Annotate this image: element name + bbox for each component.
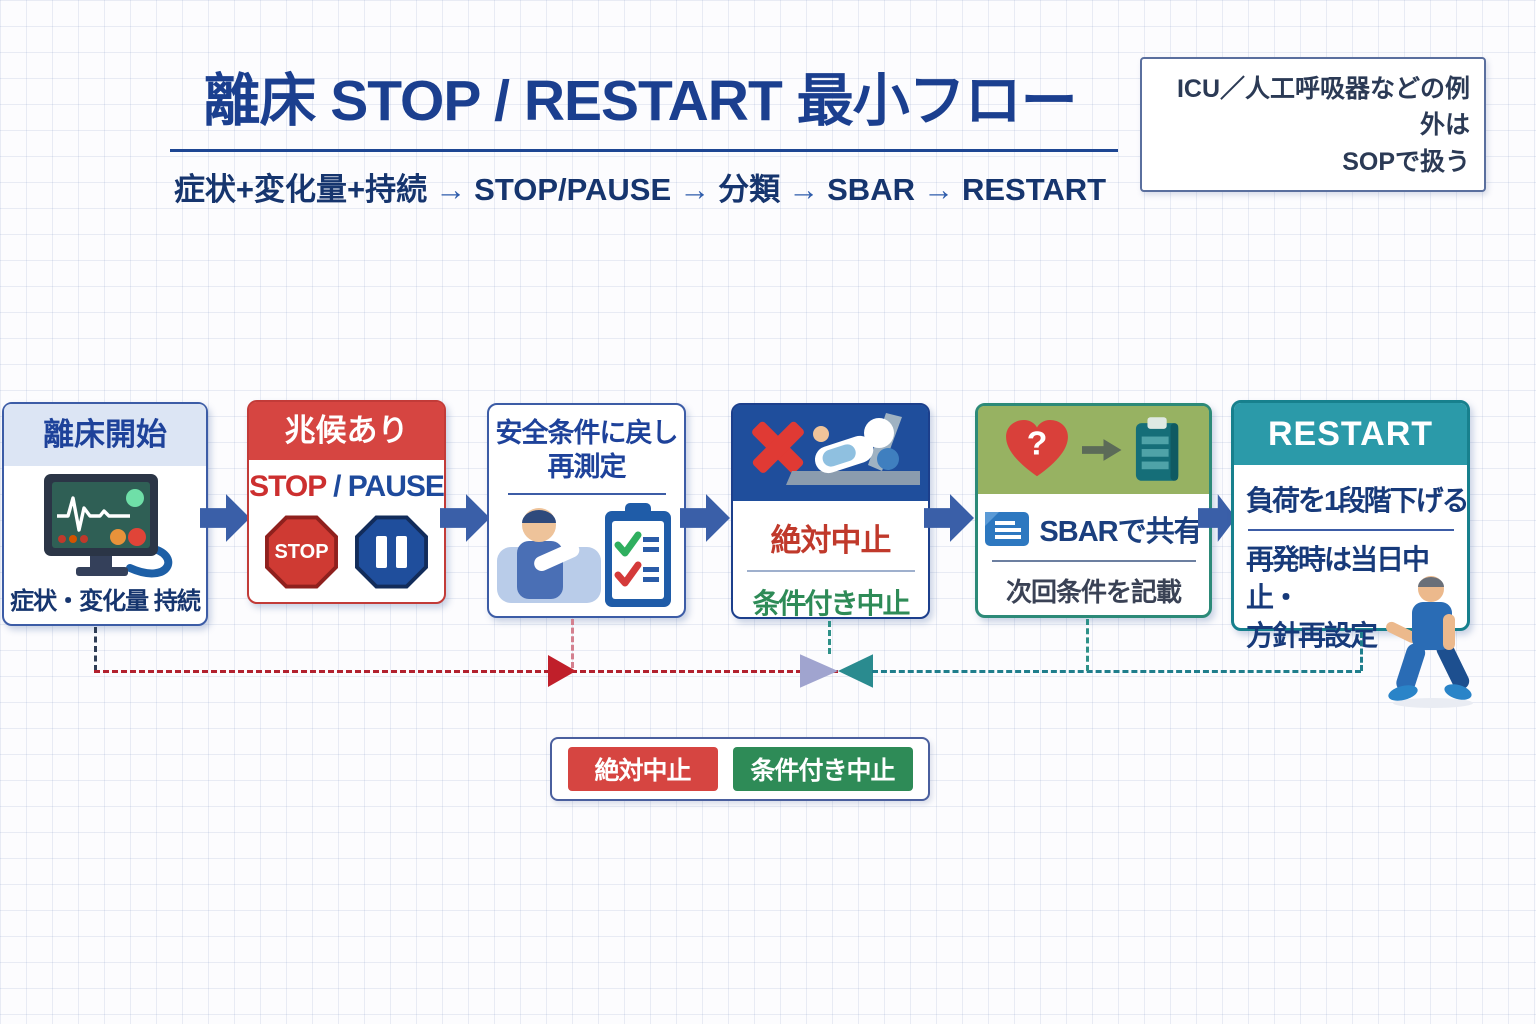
legend-conditional-chip: 条件付き中止 (732, 747, 913, 791)
restart-line2: 再発時は当日中止・ 方針再設定 (1246, 541, 1455, 654)
heart-question-icon: ? (1005, 420, 1068, 477)
feedback-line-remeasure (571, 619, 574, 668)
flow-arrow-icon (680, 494, 730, 542)
step-start-caption: 症状・変化量 持続 (10, 588, 201, 615)
patient-monitor-icon (44, 474, 173, 578)
restart-divider (1247, 529, 1454, 531)
pause-word: PAUSE (347, 470, 445, 503)
stop-sign-label: STOP (274, 540, 329, 563)
remeasure-line2: 再測定 (547, 451, 627, 482)
step-remeasure-box: 安全条件に戻し 再測定 (487, 403, 686, 618)
step-restart-header: RESTART (1234, 403, 1467, 465)
title-divider (170, 149, 1118, 152)
restart-line2a: 再発時は当日中止・ (1246, 544, 1430, 613)
classify-divider (746, 570, 915, 572)
summary-step-5: RESTART (961, 172, 1107, 207)
record-clipboard-icon (1135, 417, 1178, 481)
flow-arrow-icon (440, 494, 490, 542)
stop-sign-icon: STOP (265, 515, 338, 589)
arrow-right-icon (1081, 439, 1122, 461)
exception-note-line2: SOPで扱う (1342, 147, 1470, 176)
feedback-line-red (94, 670, 838, 673)
next-condition-label: 次回条件を記載 (1005, 577, 1182, 607)
step-sbar-header: ? (978, 406, 1209, 494)
lavender-arrowhead-icon (800, 654, 838, 688)
feedback-line-restart (1360, 632, 1363, 671)
step-classify-box: 絶対中止 条件付き中止 (731, 403, 930, 619)
bed-patient-icon (751, 413, 920, 485)
sbar-share-label: SBARで共有 (1039, 516, 1202, 548)
feedback-line-teal (872, 670, 1361, 673)
step-remeasure-title: 安全条件に戻し 再測定 (489, 417, 684, 485)
pause-bar (376, 536, 387, 568)
step-classify-header (733, 405, 928, 501)
stop-pause-icons: STOP (249, 514, 444, 590)
step-sbar-box: ? SBARで共有 次回条件を記載 (975, 403, 1212, 618)
walking-person-icon (1386, 576, 1473, 708)
sbar-divider (991, 560, 1196, 562)
arrow-glyph: → (679, 172, 711, 207)
feedback-line-start (94, 627, 97, 671)
remeasure-divider (507, 492, 666, 495)
summary-step-2: STOP/PAUSE (474, 172, 672, 207)
summary-step-4: SBAR (827, 172, 915, 207)
teal-arrowhead-icon (838, 654, 873, 688)
restart-line2b: 方針再設定 (1246, 619, 1378, 651)
legend-absolute-chip: 絶対中止 (567, 747, 718, 791)
absolute-stop-label: 絶対中止 (770, 523, 892, 558)
arrow-glyph: → (922, 172, 954, 207)
arrow-glyph: → (435, 172, 467, 207)
flow-arrow-icon (924, 494, 974, 542)
exception-note: ICU／人工呼吸器などの例外は SOPで扱う (1140, 57, 1486, 192)
stop-pause-label: STOP / PAUSE (249, 470, 445, 504)
step-sign-box: 兆候あり STOP / PAUSE STOP (247, 400, 446, 604)
document-icon (985, 512, 1030, 546)
exception-note-line1: ICU／人工呼吸器などの例外は (1176, 75, 1470, 140)
step-sign-header: 兆候あり (249, 402, 444, 460)
flow-summary: 症状+変化量+持続→STOP/PAUSE→分類→SBAR→RESTART (110, 164, 1170, 209)
svg-text:?: ? (1026, 425, 1047, 463)
feedback-line-classify (828, 621, 831, 654)
x-mark-icon (751, 421, 804, 473)
pause-icon (355, 515, 428, 589)
step-restart-box: RESTART 負荷を1段階下げる 再発時は当日中止・ 方針再設定 (1231, 400, 1470, 651)
summary-step-1: 症状+変化量+持続 (173, 172, 428, 207)
patient-checklist-icon (496, 502, 671, 607)
pause-bar (396, 536, 407, 568)
remeasure-line1: 安全条件に戻し (495, 418, 679, 448)
page-title: 離床 STOP / RESTART 最小フロー (203, 69, 1077, 133)
step-start-box: 離床開始 症状・変化量 持続 (2, 402, 208, 626)
step-start-header: 離床開始 (4, 404, 206, 466)
sbar-share-row: SBARで共有 (978, 508, 1209, 550)
feedback-line-sbar (1086, 619, 1089, 671)
slash: / (333, 470, 341, 503)
summary-step-3: 分類 (718, 172, 781, 207)
legend-box: 絶対中止 条件付き中止 (550, 737, 930, 801)
stop-word: STOP (249, 470, 327, 503)
conditional-stop-label: 条件付き中止 (752, 588, 910, 619)
arrow-glyph: → (788, 172, 820, 207)
restart-line1: 負荷を1段階下げる (1246, 485, 1470, 516)
